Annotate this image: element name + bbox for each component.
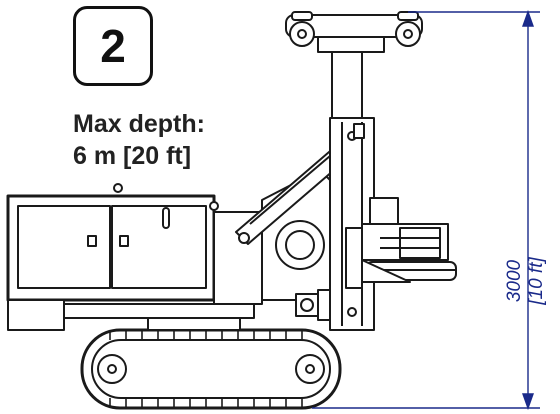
height-dimension-metric: 3000 (504, 259, 525, 303)
step-number-badge: 2 (73, 6, 153, 86)
max-depth-line-2: 6 m [20 ft] (73, 142, 192, 170)
power-pack (6, 183, 255, 331)
max-depth-line-1: Max depth: (73, 110, 205, 138)
height-dimension-imperial: [10 ft] (526, 257, 547, 305)
height-dimension-label: 3000 [10 ft] (481, 251, 560, 311)
rotary-drill-head (345, 197, 457, 289)
crawler-track (80, 328, 342, 410)
max-depth-label: Max depth: 6 m [20 ft] (73, 108, 205, 172)
mast-head (285, 11, 423, 53)
mast-frame (213, 169, 331, 321)
